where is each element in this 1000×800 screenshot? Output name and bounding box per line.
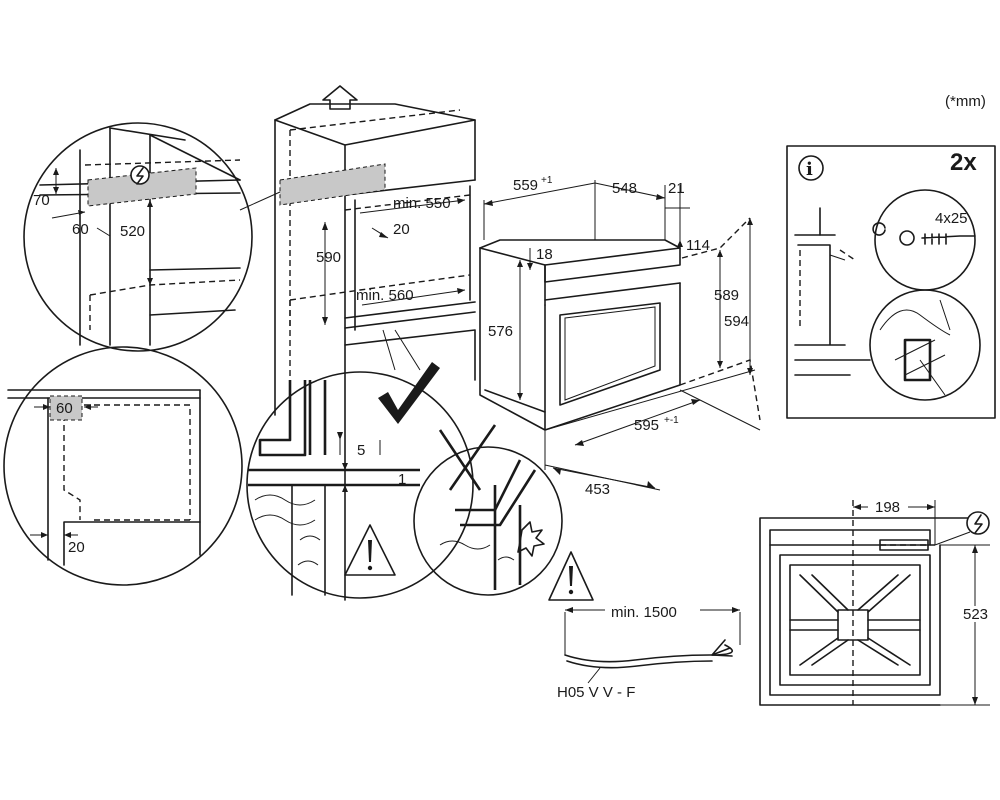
left-gap-label: 20 bbox=[68, 539, 85, 556]
warning-triangle-icon bbox=[548, 551, 594, 601]
fixing-count-label: 2x bbox=[950, 149, 977, 176]
detail-circle-wrong bbox=[413, 424, 563, 596]
oven-front-offset-label: 18 bbox=[536, 246, 553, 263]
back-view-drawing: 198 523 bbox=[759, 498, 992, 706]
unit-note: (*mm) bbox=[945, 93, 986, 110]
oven-width-top-tolerance: +1 bbox=[541, 175, 553, 186]
left-vent-label: 60 bbox=[56, 400, 73, 417]
oven-width-front-label: 595 bbox=[634, 417, 659, 434]
back-height-label: 523 bbox=[963, 606, 988, 623]
cabinet-drawing: 590 min. 550 20 min. 560 bbox=[239, 85, 476, 601]
oven-panel-label: 21 bbox=[668, 180, 685, 197]
detail-circle-left: 60 20 bbox=[3, 346, 243, 586]
oven-drawing: 559 +1 548 21 18 114 576 589 594 595 bbox=[479, 175, 761, 498]
warning-triangle-icon bbox=[344, 524, 396, 576]
oven-depth-total-label: 453 bbox=[585, 481, 610, 498]
detail-circle-top-left: 70 60 520 bbox=[23, 122, 253, 352]
gap-5-label: 5 bbox=[357, 442, 365, 459]
oven-width-top-label: 559 bbox=[513, 177, 538, 194]
cabinet-gap-label: 20 bbox=[393, 221, 410, 238]
impact-star-icon bbox=[517, 521, 545, 557]
cable-type-label: H05 V V - F bbox=[557, 684, 635, 701]
vent-height-label: 70 bbox=[33, 192, 50, 209]
info-symbol-icon: i bbox=[798, 155, 824, 181]
svg-text:i: i bbox=[806, 159, 813, 180]
screw-size-label: 4x25 bbox=[935, 210, 968, 227]
lightning-symbol-icon bbox=[130, 165, 150, 185]
cable-length-label: min. 1500 bbox=[611, 604, 677, 621]
oven-height-576-label: 576 bbox=[488, 323, 513, 340]
fixing-panel: i 2x 4x25 bbox=[786, 145, 996, 419]
arrow-up-icon bbox=[322, 85, 358, 110]
cable-drawing: min. 1500 H05 V V - F bbox=[548, 551, 741, 701]
oven-height-594-label: 594 bbox=[724, 313, 749, 330]
vent-depth-label: 60 bbox=[72, 221, 89, 238]
back-width-label: 198 bbox=[875, 499, 900, 516]
cabinet-height-label: 590 bbox=[316, 249, 341, 266]
cross-mark-icon bbox=[438, 424, 497, 491]
checkmark-icon bbox=[378, 362, 440, 424]
gap-1-label: 1 bbox=[398, 471, 406, 488]
oven-top-gap-label: 114 bbox=[686, 237, 710, 254]
oven-height-589-label: 589 bbox=[714, 287, 739, 304]
detail-circle-correct: 5 1 bbox=[246, 362, 474, 599]
cabinet-min-width-label: min. 550 bbox=[393, 195, 451, 212]
oven-width-front-tolerance: +-1 bbox=[664, 415, 679, 426]
detail-height-label: 520 bbox=[120, 223, 145, 240]
oven-depth-label: 548 bbox=[612, 180, 637, 197]
lightning-symbol-icon bbox=[966, 511, 990, 535]
